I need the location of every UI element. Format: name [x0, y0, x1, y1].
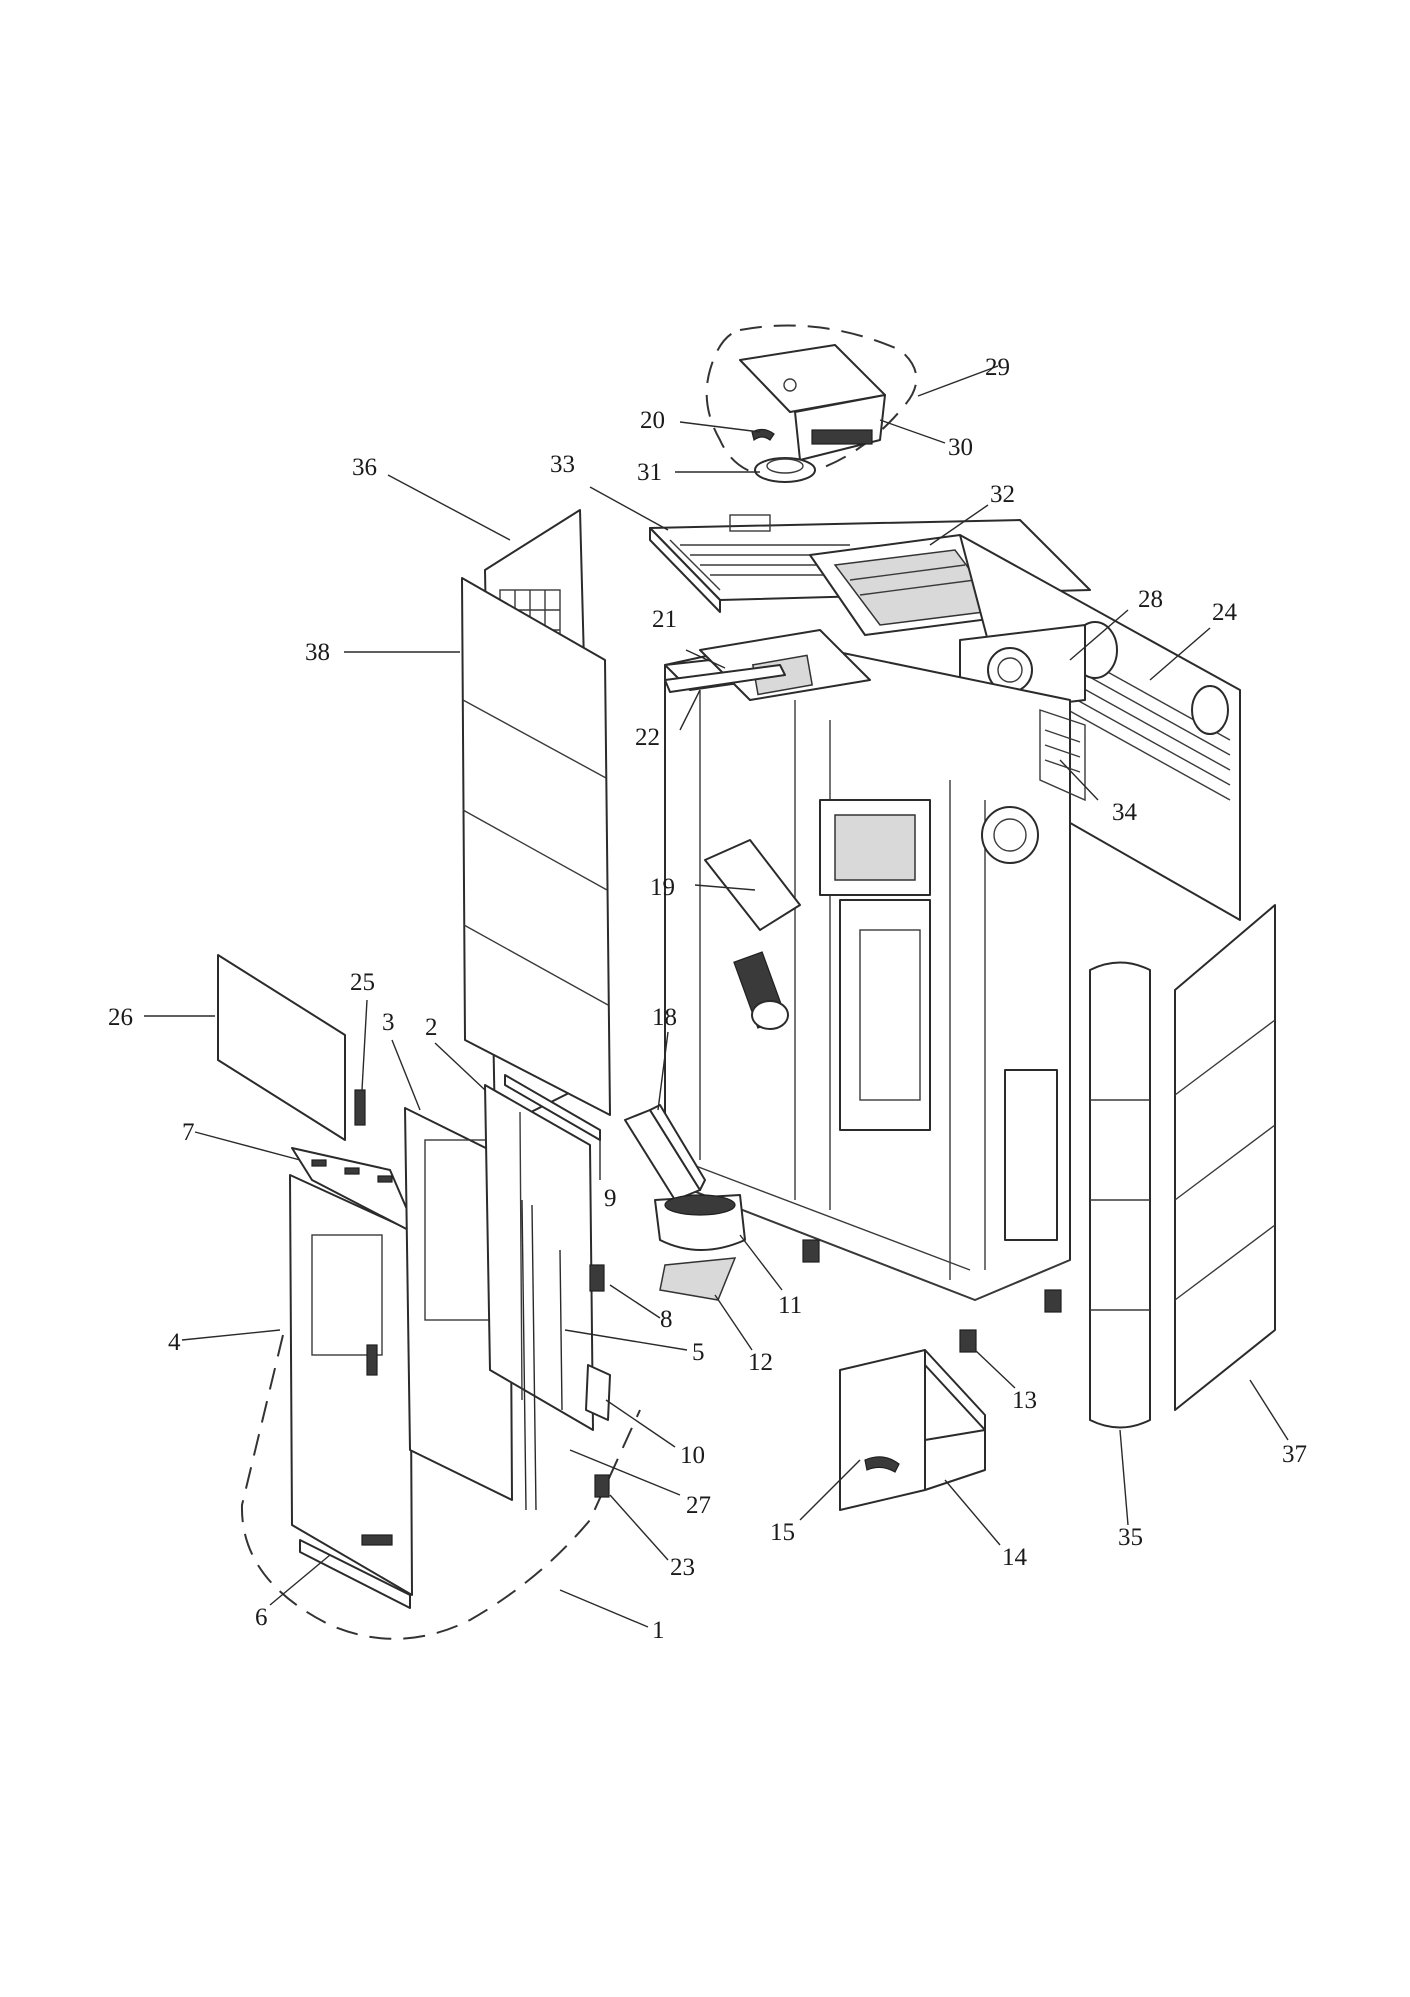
callout-24: 24	[1212, 599, 1238, 626]
part-2-glass	[484, 1084, 594, 1431]
main-body-frame	[664, 639, 1071, 1301]
part-27-strip	[521, 1199, 537, 1511]
callout-20: 20	[640, 407, 665, 434]
callout-8: 8	[660, 1306, 673, 1333]
callout-1: 1	[652, 1617, 665, 1644]
part-19-auger-motor	[704, 839, 801, 1030]
part-34-side-grill	[1039, 709, 1086, 802]
callout-25: 25	[350, 969, 375, 996]
callout-3: 3	[382, 1009, 395, 1036]
callout-34: 34	[1112, 799, 1138, 826]
part-31-flue-collar	[754, 457, 816, 483]
part-23-hinge-pin	[594, 1474, 610, 1498]
callout-23: 23	[670, 1554, 695, 1581]
callout-14: 14	[1002, 1544, 1028, 1571]
callout-12: 12	[748, 1349, 773, 1376]
part-14-drawer	[839, 1349, 986, 1511]
callout-37: 37	[1282, 1441, 1307, 1468]
part-25-bracket	[354, 1089, 366, 1126]
callout-10: 10	[680, 1442, 705, 1469]
callout-38: 38	[305, 639, 330, 666]
part-15-drawer-handle	[864, 1456, 900, 1473]
callout-29: 29	[985, 354, 1010, 381]
part-8-hinge	[589, 1264, 605, 1292]
callout-30: 30	[948, 434, 973, 461]
callout-28: 28	[1138, 586, 1163, 613]
callout-6: 6	[255, 1604, 268, 1631]
callout-27: 27	[686, 1492, 711, 1519]
leader-lines	[144, 365, 1289, 1628]
callout-22: 22	[635, 724, 660, 751]
part-12-glass-plate	[659, 1257, 737, 1301]
part-1-door-assembly	[240, 1334, 641, 1640]
part-18-bracket	[624, 1104, 706, 1201]
part-10-latch-plate	[585, 1364, 611, 1421]
callout-13: 13	[1012, 1387, 1037, 1414]
part-29-top-cover-group	[705, 324, 918, 478]
callout-18: 18	[652, 1004, 677, 1031]
callout-36: 36	[352, 454, 377, 481]
part-37-side-panel	[1174, 904, 1276, 1411]
callout-31: 31	[637, 459, 662, 486]
part-11-ash-pan	[654, 1194, 746, 1251]
callout-9: 9	[604, 1185, 617, 1212]
callout-21: 21	[652, 606, 677, 633]
callout-2: 2	[425, 1014, 438, 1041]
part-35-side-trim	[1089, 961, 1151, 1429]
part-5-latch-rod	[559, 1249, 563, 1411]
part-26-panel	[217, 954, 346, 1141]
callout-33: 33	[550, 451, 575, 478]
callout-19: 19	[650, 874, 675, 901]
callout-4: 4	[168, 1329, 181, 1356]
callout-labels: 29 20 30 31 36 33 32 28 24 21 38 22 34 1…	[108, 354, 1307, 1644]
callout-26: 26	[108, 1004, 133, 1031]
part-4-door-panel	[289, 1174, 413, 1596]
part-22-rail	[664, 664, 786, 693]
callout-5: 5	[692, 1339, 705, 1366]
callout-15: 15	[770, 1519, 795, 1546]
callout-35: 35	[1118, 1524, 1143, 1551]
callout-7: 7	[182, 1119, 195, 1146]
part-38-side-panel	[461, 577, 611, 1116]
callout-11: 11	[778, 1292, 802, 1319]
callout-32: 32	[990, 481, 1015, 508]
part-13-foot	[802, 1239, 1062, 1353]
